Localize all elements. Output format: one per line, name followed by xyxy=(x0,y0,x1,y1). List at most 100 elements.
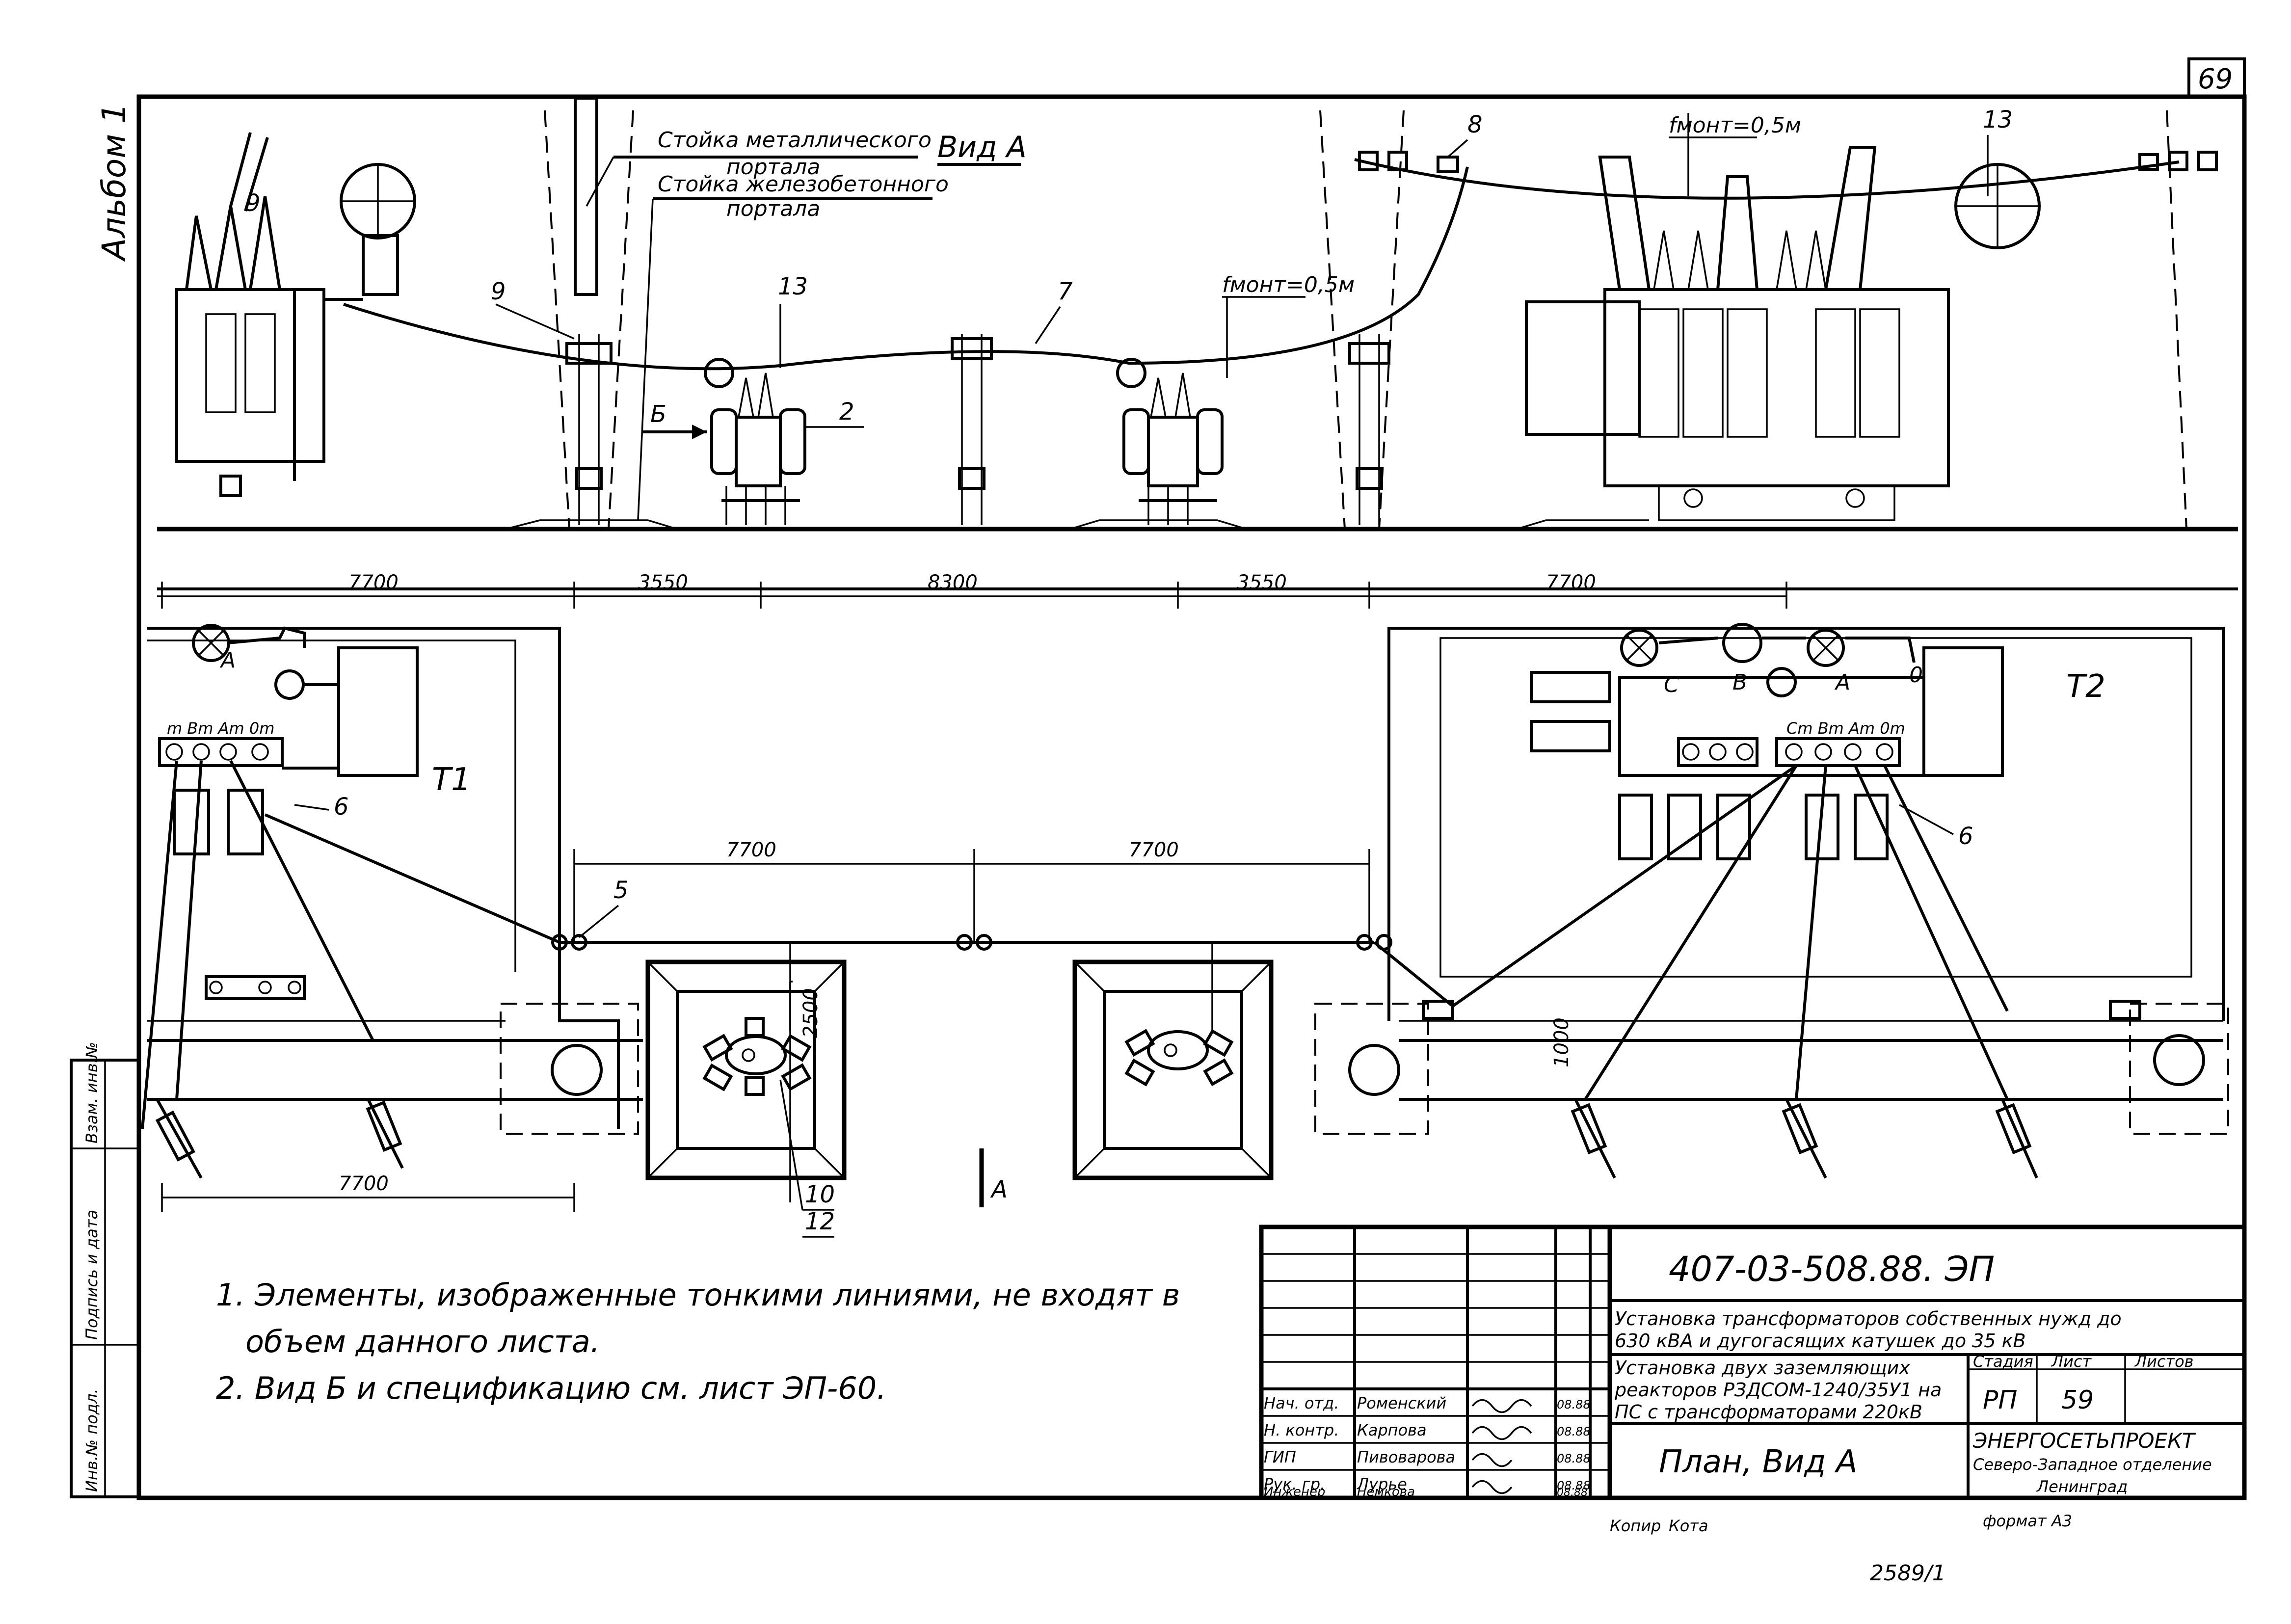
signature-row-2: Н. контр. Карпова 08.88 xyxy=(1264,1421,1591,1440)
sheet-number-box: 69 xyxy=(2187,57,2246,98)
transformer-t1-elevation xyxy=(175,132,416,497)
col-sheets: Листов xyxy=(2134,1352,2194,1371)
project-title-1: Установка трансформаторов собственных ну… xyxy=(1615,1308,2122,1330)
t2-phase-b: В xyxy=(1732,670,1747,695)
dim-1000: 1000 xyxy=(1550,1017,1573,1067)
callout-6-right: 6 xyxy=(1958,823,1973,850)
svg-text:Инженер: Инженер xyxy=(1264,1485,1325,1499)
notes: 1. Элементы, изображенные тонкими линиям… xyxy=(216,1277,1180,1406)
t1-label: Т1 xyxy=(432,762,471,798)
callout-12: 12 xyxy=(805,1208,835,1235)
portal-stand-right xyxy=(1319,110,1405,530)
dim-2500: 2500 xyxy=(799,988,822,1038)
transformer-t2-plan: Т2 С В А 0 Сm Вm Аm 0m xyxy=(1422,623,2141,1020)
t2-label: Т2 xyxy=(2066,668,2105,705)
copy-name: Кота xyxy=(1669,1517,1708,1535)
org-name: ЭНЕРГОСЕТЬПРОЕКТ xyxy=(1972,1429,2196,1453)
t2-phase-c: С xyxy=(1664,672,1679,697)
reactor-right-elevation xyxy=(1116,358,1224,525)
sheet-title: План, Вид А xyxy=(1659,1444,1858,1480)
svg-text:Н. контр.: Н. контр. xyxy=(1264,1421,1339,1439)
svg-text:Пивоварова: Пивоварова xyxy=(1357,1448,1455,1466)
t1-phase-a: А xyxy=(219,648,236,673)
dim-7700-b: 7700 xyxy=(1546,571,1596,594)
portal-stand-left xyxy=(544,97,634,530)
dim-7700-a: 7700 xyxy=(348,571,399,594)
callout-5: 5 xyxy=(613,877,629,904)
side-stamp: Взам. инв.№ Подпись и дата Инв.№ подл. xyxy=(70,1042,140,1498)
grounding-rods xyxy=(155,1098,2038,1179)
svg-text:Взам. инв.№: Взам. инв.№ xyxy=(82,1042,101,1144)
svg-text:08.88: 08.88 xyxy=(1557,1479,1591,1492)
svg-text:Подпись и дата: Подпись и дата xyxy=(82,1210,101,1340)
org-division: Северо-Западное отделение xyxy=(1973,1455,2212,1474)
t2-phase-0: 0 xyxy=(1909,663,1923,688)
cable-clamps xyxy=(551,934,1392,951)
dim-7700-bottom: 7700 xyxy=(339,1172,389,1195)
reactor-left-elevation xyxy=(704,358,806,525)
flexible-bus-left xyxy=(343,166,1469,371)
col-sheet: Лист xyxy=(2051,1352,2092,1371)
album-label: Альбом 1 xyxy=(95,103,133,262)
transformer-t2-elevation xyxy=(1525,146,2041,521)
label-metal-stand: Стойка металлического xyxy=(658,128,932,153)
sheet-number: 69 xyxy=(2198,63,2233,95)
elevation-view: Стойка металлического портала Вид А Стой… xyxy=(157,97,2238,590)
sag-label-right: fмонт=0,5м xyxy=(1669,113,1801,138)
signature-row-3: ГИП Пивоварова 08.88 xyxy=(1264,1448,1591,1467)
svg-text:Нач. отд.: Нач. отд. xyxy=(1264,1394,1339,1412)
svg-text:Роменский: Роменский xyxy=(1357,1394,1446,1412)
title-block: Нач. отд. Роменский 08.88 Н. контр. Карп… xyxy=(1259,1225,2247,1500)
view-a-title: Вид А xyxy=(937,130,1027,164)
stage-value: РП xyxy=(1983,1385,2017,1415)
strain-insulators xyxy=(1358,151,2218,173)
callout-9-left: 9 xyxy=(245,189,261,217)
drawing-title-1: Установка двух заземляющих xyxy=(1615,1357,1910,1379)
format-label: формат А3 xyxy=(1983,1512,2072,1530)
label-concrete-stand: Стойка железобетонного xyxy=(658,172,949,197)
note-2: 2. Вид Б и спецификацию см. лист ЭП-60. xyxy=(216,1370,886,1406)
dimension-line-top: 7700 3550 8300 3550 7700 xyxy=(157,571,1787,609)
svg-text:Карпова: Карпова xyxy=(1357,1421,1427,1439)
t1-terminals: m Вm Аm 0m xyxy=(167,719,274,738)
plan-view: Т1 А m Вm Аm 0m 6 xyxy=(141,623,2229,1238)
callout-13: 13 xyxy=(778,273,808,300)
sag-label-left: fмонт=0,5м xyxy=(1222,272,1355,297)
signature-row-1: Нач. отд. Роменский 08.88 xyxy=(1264,1394,1591,1413)
callout-13-right: 13 xyxy=(1983,106,2013,133)
signature-row-5: Инженер Немкова 08.88 xyxy=(1264,1485,1588,1499)
callout-6-left: 6 xyxy=(334,793,349,821)
callout-8: 8 xyxy=(1467,111,1483,138)
sheet-no-value: 59 xyxy=(2061,1385,2094,1415)
reactor-left-plan xyxy=(645,959,847,1202)
transformer-t1-plan: Т1 А m Вm Аm 0m xyxy=(158,624,471,1000)
svg-text:Рук. гр.: Рук. гр. xyxy=(1264,1475,1325,1493)
signature-row-4: Рук. гр. Лурье 08.88 xyxy=(1264,1475,1591,1494)
callout-2: 2 xyxy=(839,398,854,426)
copy-label: Копир xyxy=(1610,1517,1661,1535)
t2-terminals: Сm Вm Аm 0m xyxy=(1786,719,1905,738)
note-1: 1. Элементы, изображенные тонкими линиям… xyxy=(216,1277,1180,1313)
archive-number: 2589/1 xyxy=(1870,1561,1946,1586)
org-city: Ленинград xyxy=(2036,1477,2128,1496)
reactor-right-plan xyxy=(1072,942,1274,1180)
dim-7700-mid-b: 7700 xyxy=(1129,839,1179,861)
portal-stand-far-right xyxy=(2166,110,2187,530)
callout-10: 10 xyxy=(805,1181,835,1208)
col-stage: Стадия xyxy=(1973,1352,2033,1371)
dim-7700-mid-a: 7700 xyxy=(726,839,776,861)
svg-text:08.88: 08.88 xyxy=(1557,1425,1591,1438)
svg-text:Немкова: Немкова xyxy=(1357,1485,1415,1499)
svg-text:08.88: 08.88 xyxy=(1557,1487,1588,1499)
project-title-2: 630 кВА и дугогасящих катушек до 35 кВ xyxy=(1615,1330,2026,1352)
svg-text:08.88: 08.88 xyxy=(1557,1452,1591,1465)
svg-text:ГИП: ГИП xyxy=(1264,1448,1296,1466)
t2-phase-a: А xyxy=(1834,670,1850,695)
note-1-cont: объем данного листа. xyxy=(245,1324,600,1359)
svg-text:портала: портала xyxy=(726,196,820,221)
svg-text:08.88: 08.88 xyxy=(1557,1398,1591,1411)
svg-text:портала: портала xyxy=(726,155,820,180)
dim-3550-a: 3550 xyxy=(638,571,688,594)
svg-text:Лурье: Лурье xyxy=(1357,1475,1407,1493)
